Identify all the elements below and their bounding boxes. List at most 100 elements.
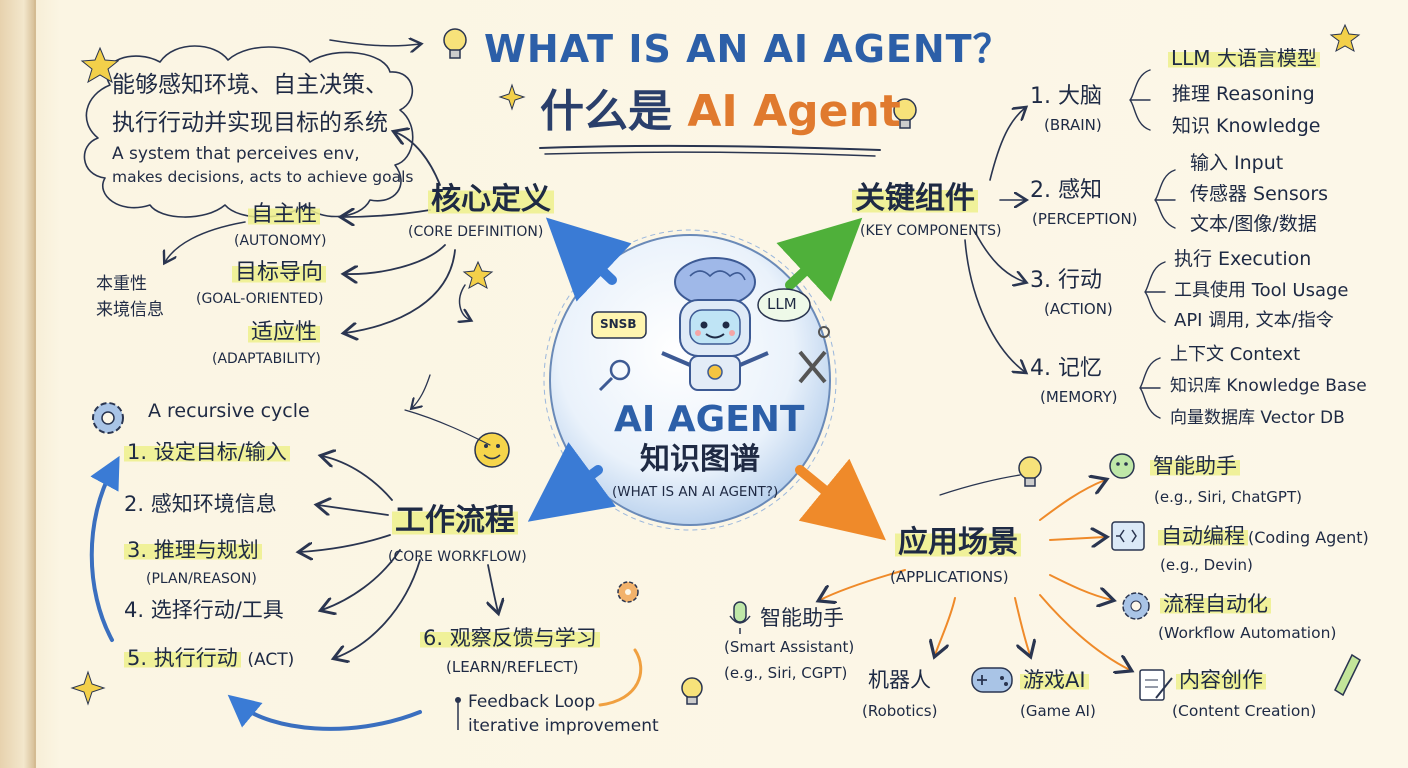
app-assistant-en: (e.g., Siri, ChatGPT) (1154, 488, 1302, 506)
smiley-icon (474, 432, 510, 468)
component-perception-cn: 2. 感知 (1030, 178, 1102, 203)
definition-node-title: 核心定义 (428, 182, 554, 217)
side-note-line2: 来境信息 (96, 300, 164, 320)
component-perception-en: (PERCEPTION) (1032, 210, 1138, 228)
app-robotics-cn: 机器人 (868, 668, 931, 692)
components-node-subtitle: (KEY COMPONENTS) (860, 223, 1002, 239)
pen-icon (1334, 653, 1361, 697)
component-perception-item1: 输入 Input (1190, 152, 1284, 174)
workflow-step3-en: (PLAN/REASON) (146, 571, 257, 587)
arrow-to-workflow (527, 442, 616, 522)
app-robotics-en: (Robotics) (862, 702, 938, 720)
workflow-step2: 2. 感知环境信息 (124, 492, 277, 516)
gear-icon-workflow (92, 402, 124, 434)
component-brain-item2: 推理 Reasoning (1172, 83, 1315, 105)
component-brain-item3: 知识 Knowledge (1172, 115, 1321, 137)
definition-cloud (83, 45, 414, 218)
workflow-cycle-label: A recursive cycle (148, 400, 310, 422)
lightbulb-icon-right (1018, 456, 1042, 487)
component-memory-item2: 知识库 Knowledge Base (1170, 376, 1367, 396)
component-action-item2: 工具使用 Tool Usage (1174, 280, 1349, 301)
workflow-step6-en: (LEARN/REFLECT) (446, 658, 579, 676)
workflow-step4: 4. 选择行动/工具 (124, 598, 284, 622)
feedback-line1: Feedback Loop (468, 692, 596, 712)
workflow-step3: 3. 推理与规划 (124, 538, 262, 562)
title-chinese-prefix: 什么是 (540, 86, 688, 137)
arrow-to-components (776, 217, 863, 302)
app-coding-cn: 自动编程 (1158, 524, 1248, 548)
trait-autonomy-en: (AUTONOMY) (234, 233, 327, 249)
workflow-step5: 5. 执行行动 (124, 646, 241, 670)
component-memory-cn: 4. 记忆 (1030, 356, 1102, 381)
component-memory-item3: 向量数据库 Vector DB (1170, 408, 1345, 428)
applications-node-title: 应用场景 (895, 525, 1021, 560)
app-coding-en: (e.g., Devin) (1160, 556, 1253, 574)
app-workflow-en: (Workflow Automation) (1158, 624, 1337, 642)
app-game-cn: 游戏AI (1020, 668, 1089, 692)
workflow-gear-icon (1122, 592, 1150, 620)
edit-document-icon (1139, 669, 1173, 701)
badge-left-bubble (591, 311, 647, 339)
definition-en-line2: makes decisions, acts to achieve goals (112, 168, 414, 186)
trait-autonomy-cn: 自主性 (248, 202, 321, 227)
lightbulb-icon-top (443, 28, 467, 59)
components-node-title: 关键组件 (852, 181, 978, 216)
star-icon (80, 46, 120, 84)
app-content-cn: 内容创作 (1176, 668, 1266, 692)
definition-cn-line2: 执行行动并实现目标的系统 (112, 110, 388, 136)
app-content-en: (Content Creation) (1172, 702, 1317, 720)
gear-icon-small (617, 581, 639, 603)
component-brain-en: (BRAIN) (1044, 116, 1102, 134)
badge-left: SNSB (600, 317, 637, 331)
workflow-step5-en: (ACT) (247, 650, 295, 670)
gamepad-icon (971, 667, 1013, 693)
workflow-node-title: 工作流程 (392, 503, 518, 538)
center-cn: 知识图谱 (640, 442, 760, 477)
assistant-head-icon (1109, 453, 1135, 479)
component-action-en: (ACTION) (1044, 300, 1113, 318)
definition-node-subtitle: (CORE DEFINITION) (408, 224, 544, 240)
app-game-en: (Game AI) (1020, 702, 1096, 720)
component-perception-item3: 文本/图像/数据 (1190, 213, 1317, 235)
star-icon (70, 670, 106, 706)
badge-right-bubble (757, 288, 811, 322)
title-english: WHAT IS AN AI AGENT？ (484, 27, 1012, 71)
arrow-to-definition (545, 217, 632, 302)
arrow-to-applications (795, 458, 886, 541)
app-assistant-cn: 智能助手 (1150, 454, 1240, 478)
center-title: AI AGENT (614, 399, 805, 440)
component-action-item3: API 调用, 文本/指令 (1174, 310, 1334, 331)
workflow-step6: 6. 观察反馈与学习 (420, 626, 600, 650)
component-brain-cn: 1. 大脑 (1030, 84, 1102, 109)
definition-en-line1: A system that perceives env, (112, 144, 360, 164)
title-chinese-highlight: AI Agent (687, 86, 901, 137)
star-icon (498, 83, 526, 111)
trait-goal-en: (GOAL-ORIENTED) (196, 291, 324, 307)
component-action-item1: 执行 Execution (1174, 248, 1312, 270)
component-perception-item2: 传感器 Sensors (1190, 183, 1329, 205)
notebook-binding-edge (0, 0, 36, 768)
app-workflow-cn: 流程自动化 (1160, 592, 1271, 616)
workflow-step1: 1. 设定目标/输入 (124, 440, 290, 464)
feedback-line2: iterative improvement (468, 716, 659, 736)
center-subtitle: (WHAT IS AN AI AGENT?) (612, 484, 779, 500)
badge-right: LLM (767, 295, 797, 313)
workflow-node-subtitle: (CORE WORKFLOW) (388, 549, 527, 565)
applications-node-subtitle: (APPLICATIONS) (890, 568, 1009, 586)
component-memory-item1: 上下文 Context (1170, 344, 1301, 365)
component-action-cn: 3. 行动 (1030, 268, 1102, 293)
star-icon (462, 260, 494, 290)
title-chinese: 什么是 AI Agent (540, 90, 901, 134)
app-smart-assistant-cn: 智能助手 (760, 606, 844, 630)
component-memory-en: (MEMORY) (1040, 388, 1118, 406)
trait-adaptability-en: (ADAPTABILITY) (212, 351, 321, 367)
lightbulb-icon-title (893, 98, 917, 129)
app-smart-assistant-en: (Smart Assistant) (724, 638, 855, 656)
code-window-icon (1111, 521, 1145, 551)
trait-adaptability-cn: 适应性 (248, 320, 321, 345)
definition-cn-line1: 能够感知环境、自主决策、 (112, 72, 388, 98)
star-icon (1329, 23, 1361, 53)
side-note-line1: 本重性 (96, 274, 147, 294)
